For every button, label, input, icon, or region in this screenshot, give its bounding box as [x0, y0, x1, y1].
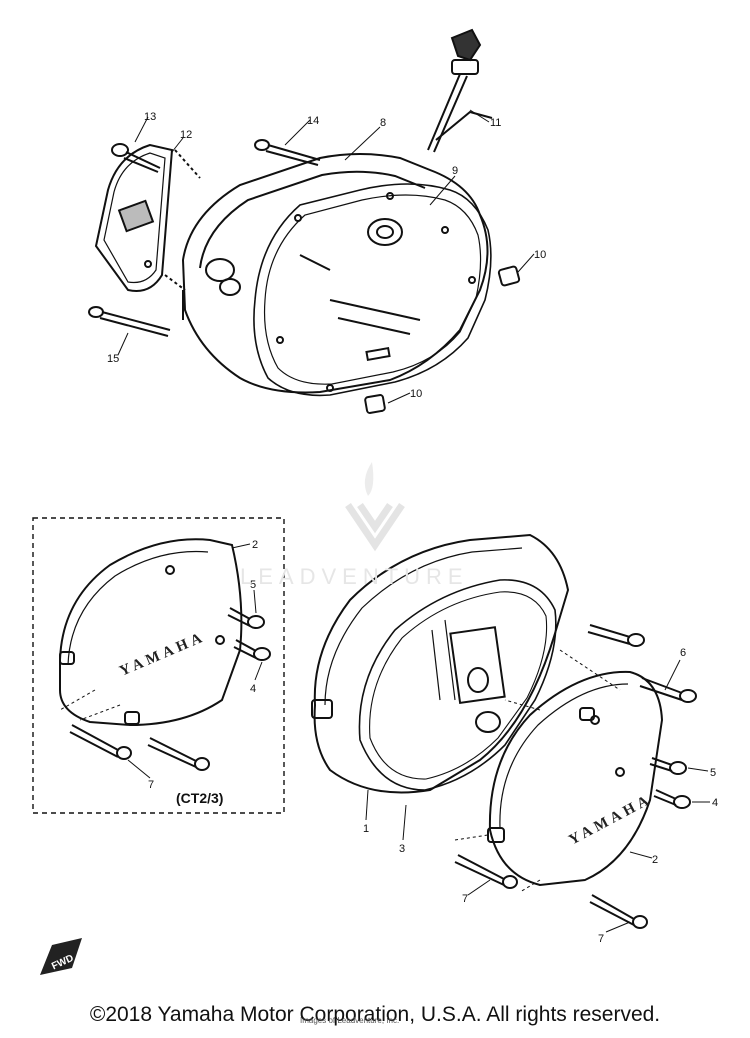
variant-label: (CT2/3): [176, 790, 223, 806]
part-label: 11: [490, 117, 501, 129]
watermark-text: LEADVENTURE: [240, 564, 469, 589]
generator-cover-right: [454, 649, 664, 893]
part-label: 2: [652, 854, 658, 866]
ct-cover-brand: YAMAHA: [117, 629, 208, 680]
part-label: 8: [380, 117, 386, 129]
top-crankcase-cover: [181, 153, 492, 397]
top-screws: [88, 139, 521, 414]
part-number-labels: 13 12 14 8 11 9 10 10 15 2 5 4 7 6 5 4 2…: [107, 111, 718, 945]
ct2-3-leader-lines: [127, 543, 263, 779]
part-label: 1: [363, 823, 369, 835]
part-label: 10: [534, 249, 546, 261]
part-label: 7: [462, 893, 468, 905]
ct2-3-screws: [69, 607, 271, 771]
part-label: 7: [148, 779, 154, 791]
part-label: 9: [452, 165, 458, 177]
copyright-notice: ©2018 Yamaha Motor Corporation, U.S.A. A…: [89, 1003, 661, 1026]
oil-level-gauge: [427, 28, 493, 153]
part-label: 15: [107, 353, 119, 365]
part-label: 2: [252, 539, 258, 551]
bottom-right-leader-lines: [365, 659, 710, 933]
part-label: 14: [307, 115, 319, 127]
part-label: 6: [680, 647, 686, 659]
fwd-arrow-icon: FWD: [40, 938, 82, 975]
part-label: 7: [598, 933, 604, 945]
part-label: 10: [410, 388, 422, 400]
ct2-3-variant-box: [32, 517, 285, 814]
watermark-logo: [345, 462, 405, 552]
inspection-cover-plate: [94, 143, 201, 292]
ct2-3-generator-cover: [59, 538, 243, 727]
top-leader-lines: [117, 109, 535, 404]
part-label: 13: [144, 111, 156, 123]
part-label: 5: [250, 579, 256, 591]
part-label: 3: [399, 843, 405, 855]
bottom-right-screws: [454, 624, 697, 929]
bottom-crankcase-cover: [311, 533, 570, 794]
part-label: 5: [710, 767, 716, 779]
part-label: 4: [250, 683, 256, 695]
part-label: 4: [712, 797, 718, 809]
part-label: 12: [180, 129, 192, 141]
fine-print: Images of Leadventure, Inc.: [300, 1016, 400, 1025]
